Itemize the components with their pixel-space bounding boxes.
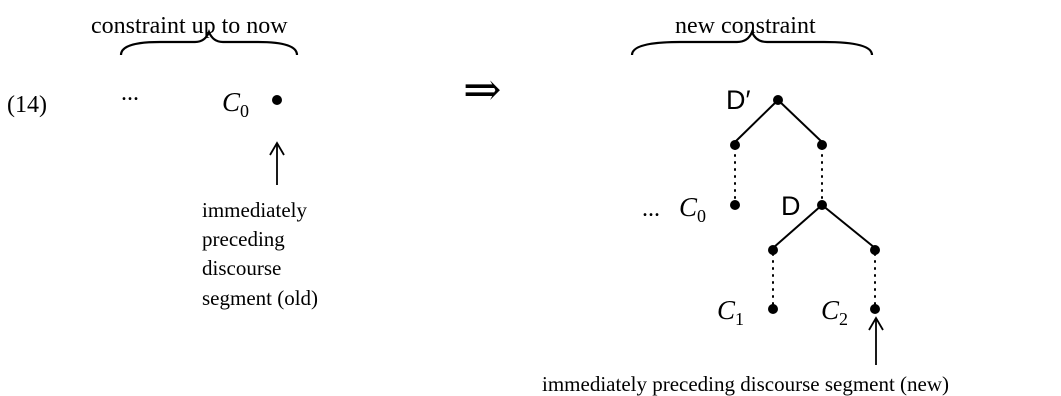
right-ellipsis: ... [642, 196, 660, 222]
node-c0 [730, 200, 740, 210]
node-right-child [817, 140, 827, 150]
label-d-prime: D′ [726, 85, 751, 115]
node-d [817, 200, 827, 210]
left-annotation-line-1: immediately [202, 198, 307, 222]
label-d: D [781, 191, 801, 221]
node-left-child [730, 140, 740, 150]
example-number: (14) [7, 92, 47, 118]
node-c1 [768, 304, 778, 314]
edge-d-left [772, 204, 823, 249]
left-annotation-line-2: preceding [202, 227, 285, 251]
right-brace [630, 29, 874, 56]
edge-dprime-left [734, 99, 779, 143]
node-d-right-child [870, 245, 880, 255]
left-brace [119, 29, 299, 56]
left-ellipsis: ... [121, 80, 139, 106]
right-arrow-head [868, 316, 884, 331]
left-annotation-line-4: segment (old) [202, 286, 318, 310]
label-c1: C1 [717, 295, 744, 329]
right-annotation: immediately preceding discourse segment … [542, 372, 949, 396]
edge-d-right [821, 204, 876, 249]
label-c0: C0 [679, 192, 706, 226]
edge-dprime-right [777, 99, 823, 143]
node-d-prime [773, 95, 783, 105]
label-c2: C2 [821, 295, 848, 329]
right-heading: new constraint [675, 13, 816, 39]
implies-arrow: ⇒ [463, 64, 502, 115]
left-arrow-head [269, 141, 285, 156]
left-node-label: C0 [222, 87, 249, 121]
node-d-left-child [768, 245, 778, 255]
left-node [272, 95, 282, 105]
left-annotation-line-3: discourse [202, 256, 281, 280]
left-heading: constraint up to now [91, 13, 288, 39]
node-c2 [870, 304, 880, 314]
